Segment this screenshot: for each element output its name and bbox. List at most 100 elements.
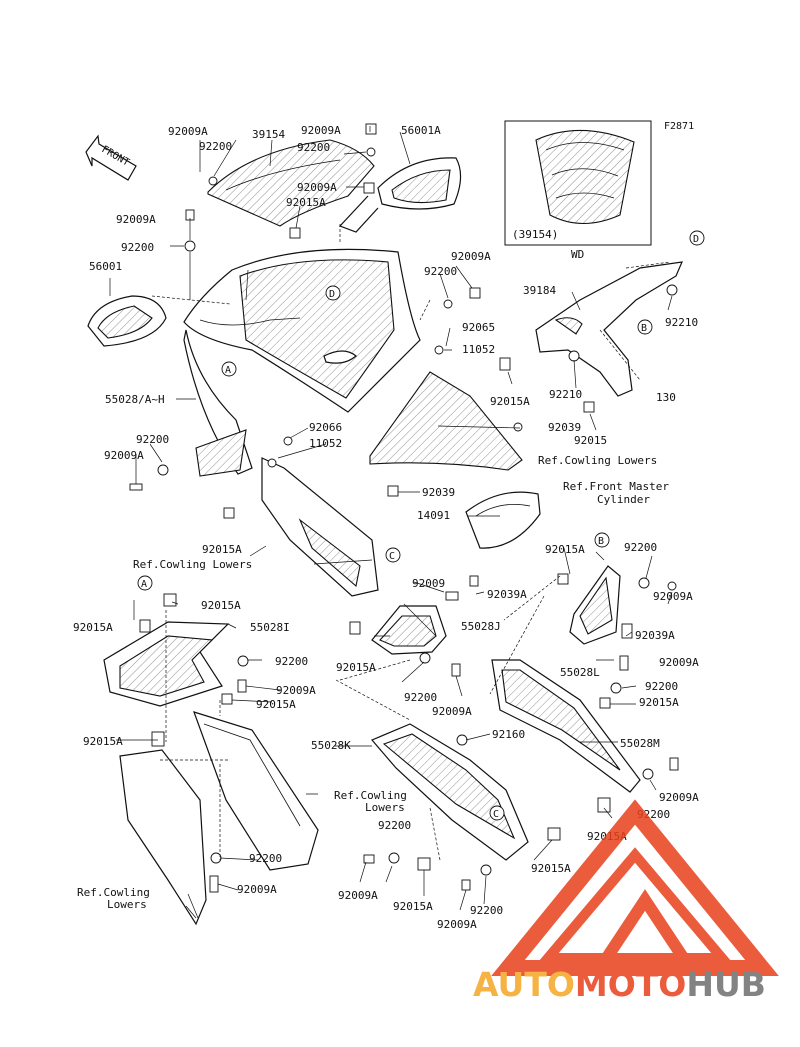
panel-55028M [491, 659, 641, 793]
part-label: 56001A [401, 124, 441, 137]
callout-a-lower: A [141, 579, 147, 590]
part-label: Cylinder [597, 493, 650, 506]
part-label: Ref.Cowling Lowers [538, 454, 657, 467]
part-label: 92200 [297, 141, 330, 154]
part-label: 92009A [104, 449, 144, 462]
figure-code: F2871 [664, 121, 694, 132]
part-label: 92015A [201, 599, 241, 612]
part-label: 92015A [639, 696, 679, 709]
part-labels: 92009A 39154 92009A 56001A 92200 92200 9… [73, 124, 699, 931]
part-label: 92039A [635, 629, 675, 642]
callouts: A D B C A B C D [137, 230, 705, 821]
part-label: 92015A [490, 395, 530, 408]
part-label: 92009A [276, 684, 316, 697]
panel-55028L [569, 565, 621, 645]
mirror-56001A [338, 157, 462, 233]
part-label: 92009 [412, 577, 445, 590]
part-label: 92200 [624, 541, 657, 554]
part-label: 92200 [275, 655, 308, 668]
callout-d-cowling: D [329, 289, 335, 300]
part-label: 14091 [417, 509, 450, 522]
part-label: 92015A [73, 621, 113, 634]
part-label: 92039 [422, 486, 455, 499]
part-label: 39154 [252, 128, 285, 141]
triangle-logo-icon [491, 799, 779, 976]
panel-55028K [371, 723, 529, 861]
watermark-moto: MOTO [575, 965, 686, 1004]
bracket-39184 [535, 261, 683, 397]
svg-text:AUTOMOTOHUB: AUTOMOTOHUB [473, 965, 766, 1004]
part-label: 55028I [250, 621, 290, 634]
part-label: 92200 [136, 433, 169, 446]
part-label: 55028L [560, 666, 600, 679]
part-label: 92200 [199, 140, 232, 153]
part-label: 92200 [249, 852, 282, 865]
watermark-hub: HUB [686, 965, 766, 1004]
part-label: Ref.Cowling [334, 789, 407, 802]
inset-part: (39154) [512, 228, 558, 241]
part-label: 55028J [461, 620, 501, 633]
part-label: 92009A [437, 918, 477, 931]
part-label: 92015A [336, 661, 376, 674]
part-label: 55028M [620, 737, 660, 750]
inset-variant: WD [571, 248, 584, 261]
part-label: 92015A [83, 735, 123, 748]
inner-fairing [369, 371, 541, 549]
part-label: 92009A [659, 656, 699, 669]
part-label: 92210 [549, 388, 582, 401]
part-label: 56001 [89, 260, 122, 273]
part-label: 92009A [451, 250, 491, 263]
inset-wd: (39154) WD [504, 120, 652, 261]
part-label: 92039A [487, 588, 527, 601]
part-label: 11052 [309, 437, 342, 450]
left-side-cowling [195, 429, 379, 597]
part-label: Lowers [107, 898, 147, 911]
part-label: 92160 [492, 728, 525, 741]
callout-c-right: C [493, 809, 499, 820]
part-label: 39184 [523, 284, 556, 297]
part-label: 92200 [378, 819, 411, 832]
part-label: 92009A [237, 883, 277, 896]
part-label: 92015A [286, 196, 326, 209]
part-label: 92065 [462, 321, 495, 334]
lower-left-cowling [119, 711, 319, 926]
callout-b-right: B [598, 536, 604, 547]
part-label: 92200 [404, 691, 437, 704]
front-arrow-icon: FRONT [85, 134, 137, 181]
part-label: 92200 [424, 265, 457, 278]
callout-b-bracket: B [641, 323, 647, 334]
part-label: 92009A [301, 124, 341, 137]
part-label: 55028/A~H [105, 393, 165, 406]
part-label: 92009A [297, 181, 337, 194]
part-label: 130 [656, 391, 676, 404]
lower-panel-55028I [103, 621, 230, 707]
windscreen-39154 [207, 139, 375, 227]
part-label: 92015A [256, 698, 296, 711]
part-label: 92009A [168, 125, 208, 138]
part-label: Ref.Front Master [563, 480, 669, 493]
part-label: 92200 [121, 241, 154, 254]
automotohub-watermark: AUTOMOTOHUB [473, 799, 779, 1004]
part-label: Ref.Cowling Lowers [133, 558, 252, 571]
part-label: 92015A [531, 862, 571, 875]
part-label: 92009A [116, 213, 156, 226]
watermark-auto: AUTO [473, 965, 575, 1004]
part-label: 92015 [574, 434, 607, 447]
part-label: Ref.Cowling [77, 886, 150, 899]
fasteners [129, 123, 679, 893]
part-label: 92200 [470, 904, 503, 917]
part-label: Lowers [365, 801, 405, 814]
part-label: 92015A [545, 543, 585, 556]
part-label: 92066 [309, 421, 342, 434]
part-label: 92009A [659, 791, 699, 804]
part-label: 92009A [338, 889, 378, 902]
part-label: 92009A [432, 705, 472, 718]
callout-a-upper: A [225, 365, 231, 376]
mirror-56001 [87, 295, 167, 347]
callout-c-left: C [389, 551, 395, 562]
part-label: 92015A [202, 543, 242, 556]
part-label: 92039 [548, 421, 581, 434]
part-label: 55028K [311, 739, 351, 752]
part-label: 92200 [645, 680, 678, 693]
